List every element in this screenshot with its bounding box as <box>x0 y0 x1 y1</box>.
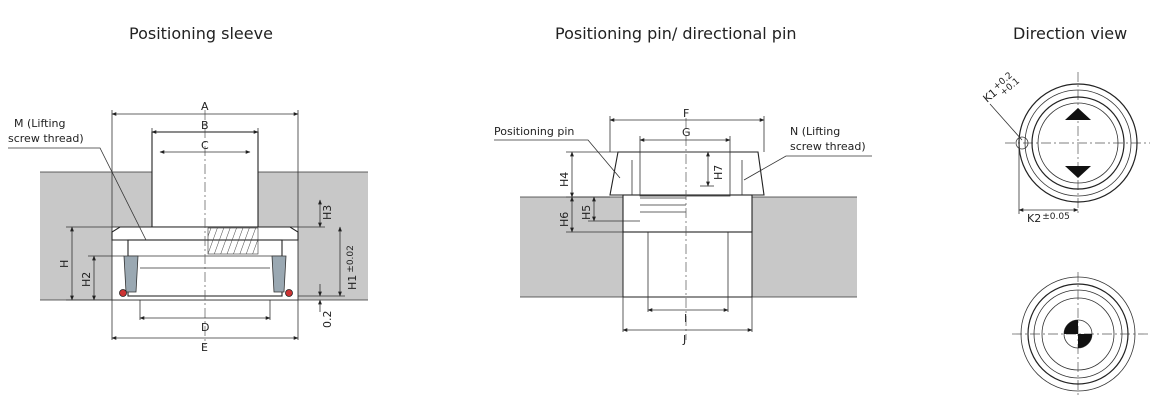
pin-collar <box>622 194 753 233</box>
direction-arrow-down <box>1065 166 1091 178</box>
pin-hole <box>622 231 753 298</box>
center-mark-q3 <box>1078 334 1092 348</box>
sleeve-left-pocket <box>123 255 139 293</box>
sleeve-thread <box>207 227 259 255</box>
direction-arrow-up <box>1065 108 1091 120</box>
dim-I: I <box>684 312 687 325</box>
sleeve-right-ball <box>285 289 293 297</box>
pin-plate-left <box>520 197 623 297</box>
center-mark-q1 <box>1064 320 1078 334</box>
pin-plate-right <box>752 197 857 297</box>
sleeve-plate-left <box>40 172 112 300</box>
dim-H1: H1±0.02 <box>346 245 359 290</box>
direction-view-top: K1+0.2+0.1 K2±0.05 <box>980 70 1150 225</box>
dim-C: C <box>201 139 209 152</box>
sleeve-diagram: A B C D E H H2 H3 H1±0.02 <box>8 100 368 354</box>
dim-K2: K2±0.05 <box>1027 212 1070 225</box>
dim-K1: K1+0.2+0.1 <box>980 70 1022 110</box>
dim-F: F <box>683 107 689 120</box>
dim-gap: 0.2 <box>321 311 334 329</box>
dim-H7: H7 <box>712 165 725 180</box>
pin-bore <box>639 151 731 197</box>
sleeve-plate-top-band <box>112 172 152 227</box>
dim-D: D <box>201 321 209 334</box>
dim-H3: H3 <box>321 205 334 220</box>
direction-view-bottom <box>1012 272 1148 398</box>
title-positioning-sleeve: Positioning sleeve <box>129 24 273 43</box>
dim-H5: H5 <box>580 205 593 220</box>
dim-A: A <box>201 100 209 113</box>
sleeve-plate-right <box>298 172 368 300</box>
dim-B: B <box>201 119 209 132</box>
pin-diagram: F G H4 H5 H6 H7 I J Positioning pin <box>494 107 872 346</box>
title-direction-view: Direction view <box>1013 24 1128 43</box>
pin-callout-line1: N (Lifting <box>790 125 840 138</box>
dim-E: E <box>201 341 208 354</box>
pin-label: Positioning pin <box>494 125 574 138</box>
sleeve-right-pocket <box>271 255 287 293</box>
dim-H6: H6 <box>558 212 571 227</box>
dim-H2: H2 <box>80 272 93 287</box>
dim-H4: H4 <box>558 172 571 187</box>
sleeve-callout-line2: screw thread) <box>8 132 84 145</box>
sleeve-callout-line1: M (Lifting <box>14 117 65 130</box>
title-positioning-pin: Positioning pin/ directional pin <box>555 24 797 43</box>
dim-J: J <box>682 333 686 346</box>
sleeve-left-ball <box>119 289 127 297</box>
pin-callout-line2: screw thread) <box>790 140 866 153</box>
dim-G: G <box>682 126 691 139</box>
dim-H: H <box>58 260 71 268</box>
sleeve-plate-top-band-right <box>258 172 298 227</box>
pin-head <box>609 151 765 196</box>
